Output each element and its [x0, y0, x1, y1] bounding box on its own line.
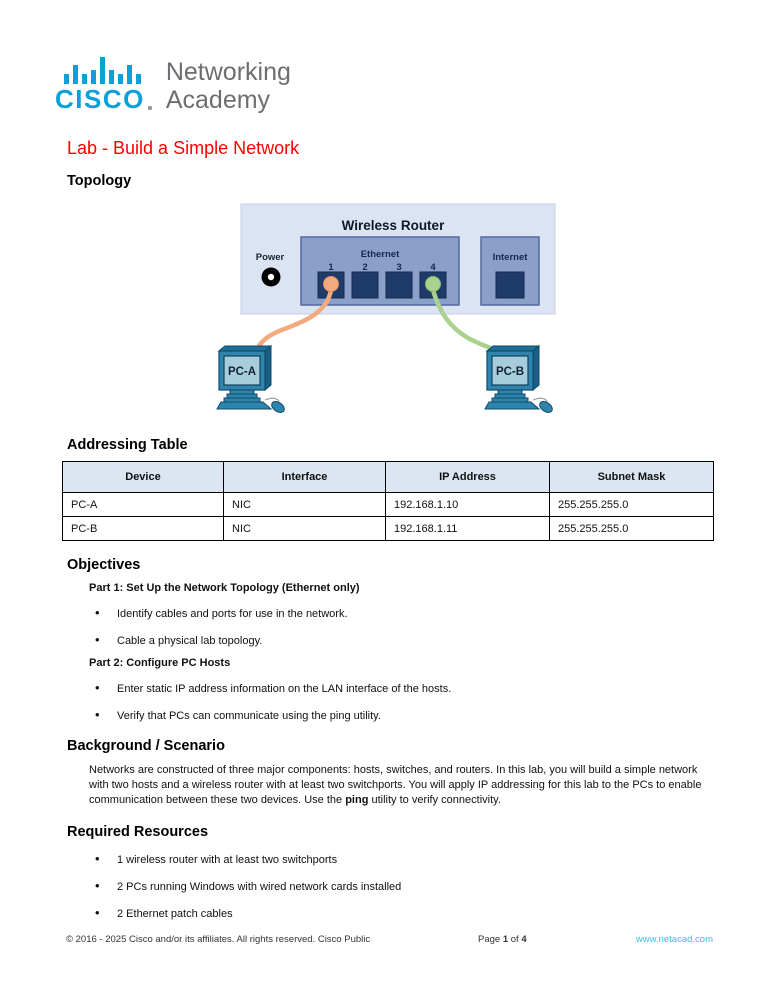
cell-subnet-mask: 255.255.255.0	[549, 492, 714, 517]
page-total: 4	[521, 934, 527, 945]
pc-b-cable-connector	[425, 276, 441, 292]
objectives-heading: Objectives	[67, 557, 141, 573]
internet-port	[495, 271, 525, 299]
table-row: PC-A NIC 192.168.1.10 255.255.255.0	[62, 492, 714, 517]
part2-title: Part 2: Configure PC Hosts	[89, 657, 231, 669]
background-text-after: utility to verify connectivity.	[368, 794, 501, 806]
router-title: Wireless Router	[342, 218, 445, 233]
table-header-row: Device Interface IP Address Subnet Mask	[62, 461, 714, 493]
list-item: Verify that PCs can communicate using th…	[93, 708, 768, 723]
port-4-label: 4	[430, 262, 436, 273]
list-item: Cable a physical lab topology.	[93, 633, 768, 648]
header-subnet-mask: Subnet Mask	[549, 461, 714, 493]
port-2-label: 2	[362, 262, 367, 273]
power-button-center	[267, 273, 275, 281]
list-item: Identify cables and ports for use in the…	[93, 606, 768, 621]
header-ip-address: IP Address	[385, 461, 550, 493]
part1-title: Part 1: Set Up the Network Topology (Eth…	[89, 582, 360, 594]
cell-subnet-mask: 255.255.255.0	[549, 516, 714, 541]
addressing-table-heading: Addressing Table	[67, 437, 188, 453]
page-prefix: Page	[478, 934, 503, 945]
cell-device: PC-A	[62, 492, 224, 517]
cell-ip-address: 192.168.1.11	[385, 516, 550, 541]
cisco-logo: CISCO Networking Academy	[55, 57, 768, 114]
pc-a-cable-connector	[323, 276, 339, 292]
copyright-text: © 2016 - 2025 Cisco and/or its affiliate…	[66, 934, 371, 945]
page-number: 1	[502, 934, 509, 945]
cisco-logo-mark: CISCO	[55, 57, 152, 112]
pc-a-label: PC-A	[228, 366, 256, 378]
page-of: of	[508, 934, 522, 945]
addressing-table: Device Interface IP Address Subnet Mask …	[62, 461, 714, 541]
pc-b-label: PC-B	[496, 366, 524, 378]
header-device: Device	[62, 461, 224, 493]
port-3-label: 3	[396, 262, 401, 273]
cell-interface: NIC	[223, 516, 386, 541]
academy-tagline: Networking Academy	[165, 58, 291, 114]
list-item: 2 PCs running Windows with wired network…	[93, 879, 768, 894]
document-title: Lab - Build a Simple Network	[67, 138, 300, 158]
tagline-line1: Networking	[165, 58, 291, 86]
pc-a-cable	[254, 287, 334, 352]
list-item: 2 Ethernet patch cables	[93, 906, 768, 921]
page-footer: © 2016 - 2025 Cisco and/or its affiliate…	[0, 934, 768, 948]
ethernet-port-2	[351, 271, 379, 299]
list-item: 1 wireless router with at least two swit…	[93, 852, 768, 867]
header-interface: Interface	[223, 461, 386, 493]
netacad-link[interactable]: www.netacad.com	[635, 934, 713, 945]
ethernet-port-3	[385, 271, 413, 299]
background-text-before: Networks are constructed of three major …	[89, 764, 702, 806]
cisco-brand-text: CISCO	[55, 86, 152, 112]
pc-a-device: PC-A	[216, 345, 287, 416]
cisco-bars-icon	[64, 57, 142, 84]
cisco-wordmark: CISCO	[55, 84, 145, 114]
port-1-label: 1	[328, 262, 334, 273]
ethernet-label: Ethernet	[361, 249, 400, 260]
power-label: Power	[256, 252, 285, 263]
background-paragraph: Networks are constructed of three major …	[89, 763, 713, 808]
page-indicator: Page 1 of 4	[478, 934, 527, 945]
part2-bullet-list: Enter static IP address information on t…	[93, 681, 768, 723]
resources-bullet-list: 1 wireless router with at least two swit…	[93, 852, 768, 921]
cell-interface: NIC	[223, 492, 386, 517]
internet-label: Internet	[493, 252, 529, 263]
table-row: PC-B NIC 192.168.1.11 255.255.255.0	[62, 516, 714, 541]
resources-heading: Required Resources	[67, 824, 209, 840]
pc-b-device: PC-B	[484, 345, 555, 416]
list-item: Enter static IP address information on t…	[93, 681, 768, 696]
cisco-logo-dot	[147, 106, 152, 110]
cell-ip-address: 192.168.1.10	[385, 492, 550, 517]
topology-heading: Topology	[67, 173, 132, 189]
cell-device: PC-B	[62, 516, 224, 541]
tagline-line2: Academy	[165, 85, 271, 114]
background-heading: Background / Scenario	[67, 738, 225, 754]
ping-bold-word: ping	[345, 794, 369, 806]
part1-bullet-list: Identify cables and ports for use in the…	[93, 606, 768, 648]
topology-diagram: Wireless Router Power Ethernet 1 2 3 4 I…	[213, 200, 563, 422]
